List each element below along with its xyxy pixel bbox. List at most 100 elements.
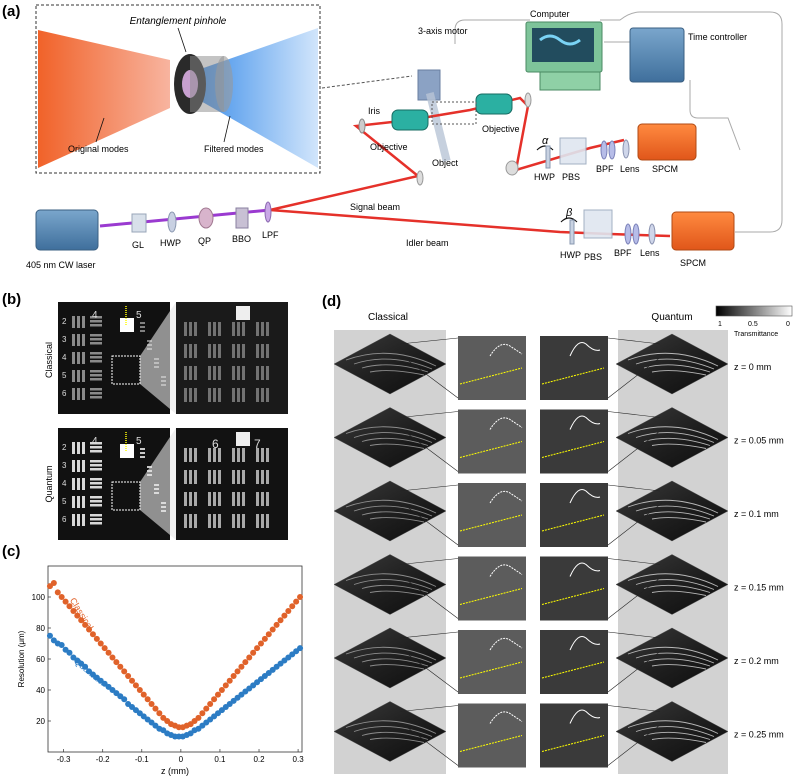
- classical-profile-line: [459, 514, 523, 532]
- quantum-profile: [569, 636, 601, 651]
- zoom-connector: [401, 723, 459, 766]
- z-label: z = 0.1 mm: [734, 509, 779, 519]
- zoom-square: [236, 306, 250, 320]
- point-classical: [203, 705, 210, 712]
- target-row-label: 6: [62, 515, 67, 524]
- target-bar: [90, 464, 102, 467]
- zoom-bar: [184, 514, 187, 528]
- zoom-bar: [213, 388, 216, 402]
- target-bar: [140, 448, 145, 450]
- classical-profile-line: [459, 441, 523, 458]
- target-bar: [77, 460, 80, 472]
- point-classical: [148, 700, 155, 707]
- zoom-bar: [208, 366, 211, 380]
- depth-row: z = 0.15 mm: [333, 554, 784, 621]
- target-bar: [77, 478, 80, 490]
- target-bar: [90, 460, 102, 463]
- quantum-zoom: [540, 409, 608, 474]
- quantum-zoom: [540, 556, 608, 621]
- zoom-bar: [242, 366, 245, 380]
- point-classical: [261, 635, 268, 642]
- point-classical: [226, 677, 233, 684]
- target-bar: [90, 316, 102, 319]
- classical-zoom: [458, 409, 526, 474]
- classical-tile: [333, 554, 447, 615]
- target-bar: [140, 330, 145, 332]
- zoom-bar: [194, 344, 197, 358]
- target-bar: [72, 388, 75, 400]
- objectives: Objective Objective Object Iris: [358, 92, 532, 186]
- target-bar: [72, 370, 75, 382]
- quantum-fiber: [627, 720, 719, 734]
- cable-timer-spcm: [689, 80, 741, 151]
- entanglement-inset: Entanglement pinhole Original modes Filt…: [35, 4, 321, 174]
- quantum-fiber: [643, 658, 711, 667]
- point-classical: [125, 673, 132, 680]
- zoom-bar: [218, 492, 221, 506]
- zoom-bar: [194, 322, 197, 336]
- target-row-label: 6: [62, 389, 67, 398]
- quantum-fiber: [627, 646, 719, 661]
- zoom-connector: [401, 429, 459, 472]
- point-classical: [257, 640, 264, 647]
- quantum-zoom: [540, 336, 608, 400]
- quantum-fiber: [643, 364, 711, 373]
- zoom-bar: [213, 470, 216, 484]
- zoom-bar: [266, 366, 269, 380]
- depth-row: z = 0 mm: [333, 333, 771, 400]
- target-bar: [140, 322, 145, 324]
- zoom-bar: [232, 470, 235, 484]
- zoom-connector: [607, 705, 661, 712]
- zoom-bar: [256, 492, 259, 506]
- quantum-fiber: [643, 511, 711, 520]
- classical-fiber: [369, 370, 425, 376]
- target-bar: [147, 466, 152, 468]
- hwp-bot-label: HWP: [560, 250, 581, 260]
- panel-a-label: (a): [2, 3, 20, 20]
- colorbar-tick-0.5: 0.5: [748, 321, 758, 328]
- objective2-label: Objective: [482, 124, 520, 134]
- bpf-bot-label: BPF: [614, 248, 632, 258]
- x-tick-label: 0.1: [214, 755, 226, 764]
- zoom-bar: [237, 366, 240, 380]
- y-tick-label: 100: [32, 593, 46, 602]
- colorbar-tick-0: 0: [786, 321, 790, 328]
- colorbar-label: Transmittance: [734, 331, 778, 338]
- gl-label: GL: [132, 240, 144, 250]
- panel-c-label: (c): [2, 543, 20, 560]
- target-row-label: 4: [62, 479, 67, 488]
- quantum-profile: [569, 562, 601, 577]
- target-bar: [90, 374, 102, 377]
- zoom-bar: [218, 514, 221, 528]
- classical-profile-line: [459, 367, 523, 385]
- quantum-profile-line: [541, 367, 605, 385]
- quantum-fiber: [643, 731, 711, 740]
- quantum-fiber: [635, 358, 715, 370]
- classical-tile: [333, 407, 447, 468]
- classical-profile: [489, 417, 523, 430]
- target-bar: [90, 360, 102, 363]
- zoom-bar: [237, 388, 240, 402]
- inset-title: Entanglement pinhole: [130, 16, 227, 27]
- panel-a: (a) Entanglement pinhole Original modes …: [2, 3, 783, 270]
- zoom-bar: [213, 448, 216, 462]
- target-bar: [82, 388, 85, 400]
- zoom-bar: [218, 344, 221, 358]
- target-bar: [90, 320, 102, 323]
- zoom-connector: [607, 576, 663, 619]
- classical-profile: [489, 564, 523, 577]
- classical-fiber: [345, 499, 437, 514]
- quantum-tile: [615, 554, 729, 615]
- quantum-fiber: [627, 352, 719, 367]
- point-classical: [74, 612, 81, 619]
- zoom-bar: [232, 492, 235, 506]
- zoom-bar: [218, 322, 221, 336]
- quantum-fiber: [651, 370, 707, 376]
- zoom-connector: [401, 649, 459, 693]
- zoom-connector: [401, 502, 459, 546]
- target-bar: [90, 388, 102, 391]
- target-bar: [90, 522, 102, 525]
